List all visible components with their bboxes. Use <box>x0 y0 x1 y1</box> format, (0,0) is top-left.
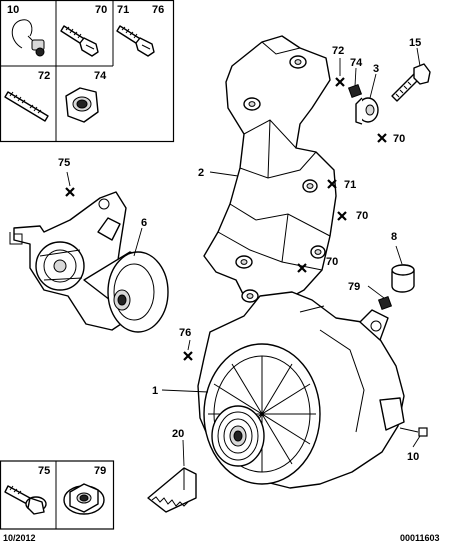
kit-box-grid-bottom: 75 79 <box>0 460 115 530</box>
kit-cell-75[interactable]: 75 <box>4 465 50 515</box>
callout-10: 10 <box>407 451 419 463</box>
kit-cell-70[interactable]: 70 <box>60 4 107 57</box>
alternator-fan-vanes <box>208 356 316 472</box>
bush-part-3[interactable] <box>355 97 379 125</box>
alternator-bracket[interactable] <box>203 35 337 305</box>
bolt-part-15[interactable] <box>391 63 431 102</box>
callout-79: 79 <box>348 281 360 293</box>
callout-15: 15 <box>409 37 421 49</box>
callout-6: 6 <box>141 217 147 229</box>
kit-ref-75: 75 <box>38 465 50 477</box>
kit-cell-76[interactable]: 76 <box>116 4 164 57</box>
connector-marker <box>418 427 428 437</box>
nut-icon <box>65 87 99 123</box>
callout-2: 2 <box>198 167 204 179</box>
bolt-icon <box>116 25 155 57</box>
callout-76: 76 <box>179 327 191 339</box>
callout-70-b: 70 <box>356 210 368 222</box>
kit-ref-71: 71 <box>117 4 129 16</box>
callout-3: 3 <box>373 63 379 75</box>
footer-doc-number: 00011603 <box>400 533 440 543</box>
callout-70-a: 70 <box>393 133 405 145</box>
callout-1: 1 <box>152 385 158 397</box>
callout-71: 71 <box>344 179 356 191</box>
leader-lines <box>66 47 421 467</box>
kit-ref-79: 79 <box>94 465 106 477</box>
bolt-icon <box>60 25 99 57</box>
kit-cell-79[interactable]: 79 <box>63 465 106 515</box>
callout-labels: 2 1 3 15 6 8 20 10 75 76 72 74 70 71 70 … <box>58 37 421 463</box>
stud-icon <box>4 91 49 122</box>
belt-tensioner[interactable] <box>9 191 169 333</box>
callout-8: 8 <box>391 231 397 243</box>
kit-cell-74[interactable]: 74 <box>65 70 107 123</box>
kit-box-grid-top: 10 70 71 76 <box>0 0 175 143</box>
kit-ref-10: 10 <box>7 4 19 16</box>
alternator[interactable] <box>197 291 405 489</box>
kit-ref-74: 74 <box>94 70 107 82</box>
drive-belt[interactable] <box>147 467 197 513</box>
callout-75: 75 <box>58 157 70 169</box>
kit-cell-72[interactable]: 72 <box>4 70 50 122</box>
callout-74: 74 <box>350 57 363 69</box>
hose-clip-icon <box>11 19 45 57</box>
cap-part-8[interactable] <box>391 264 415 293</box>
kit-cell-71[interactable]: 71 <box>117 4 129 16</box>
flange-nut-icon <box>63 483 105 515</box>
callout-20: 20 <box>172 428 184 440</box>
nut-part-74[interactable] <box>347 83 363 99</box>
flange-bolt-icon <box>4 485 47 515</box>
kit-ref-76: 76 <box>152 4 164 16</box>
fastener-markers <box>65 77 387 361</box>
kit-ref-70: 70 <box>95 4 107 16</box>
kit-ref-72: 72 <box>38 70 50 82</box>
callout-72: 72 <box>332 45 344 57</box>
kit-cell-10[interactable]: 10 <box>7 4 45 57</box>
nut-part-79[interactable] <box>377 295 393 311</box>
footer-date: 10/2012 <box>3 533 36 543</box>
callout-70-c: 70 <box>326 256 338 268</box>
